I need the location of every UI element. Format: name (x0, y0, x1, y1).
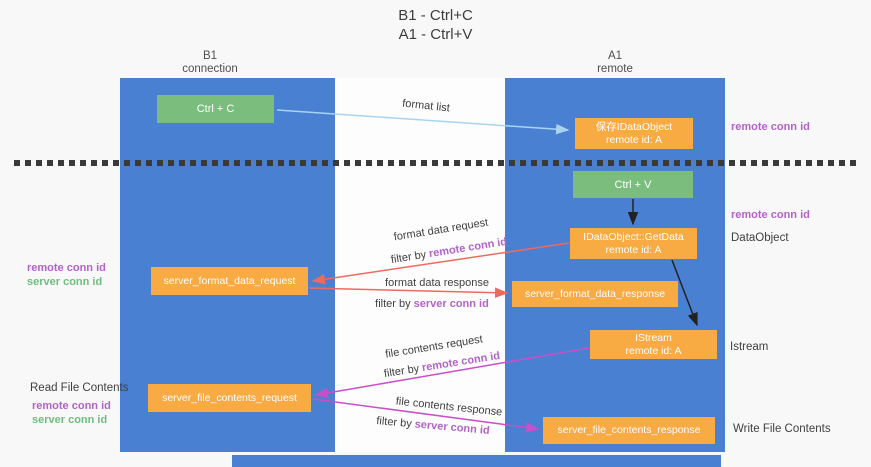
left-remote-conn-id-2: remote conn id (32, 400, 111, 412)
lifeline-a1-role: remote (597, 63, 633, 75)
read-file-contents-annotation: Read File Contents (30, 382, 129, 394)
server-file-contents-request-label: server_file_contents_request (162, 391, 297, 404)
istream-annotation: Istream (730, 341, 769, 353)
getdata-line1: IDataObject::GetData (583, 230, 684, 243)
title-line-2: A1 - Ctrl+V (398, 26, 473, 43)
left-server-conn-id-2: server conn id (32, 414, 108, 426)
middle-strip (335, 78, 505, 452)
save-idataobject-box: 保存IDataObject remote id: A (575, 118, 693, 149)
istream-line2: remote id: A (625, 344, 682, 357)
lifeline-header-b1: B1 connection (110, 50, 310, 76)
save-idataobject-line2: remote id: A (605, 133, 663, 146)
server-file-contents-response-box: server_file_contents_response (543, 417, 715, 444)
ctrl-c-label: Ctrl + C (196, 103, 235, 115)
lifeline-b1-role: connection (182, 63, 238, 75)
server-file-contents-request-box: server_file_contents_request (148, 384, 311, 412)
left-remote-conn-id-1: remote conn id (27, 262, 106, 274)
server-file-contents-response-label: server_file_contents_response (557, 424, 701, 436)
lifeline-a1-name: A1 (607, 50, 623, 62)
write-file-contents-annotation: Write File Contents (733, 423, 831, 435)
server-format-data-request-label: server_format_data_request (163, 274, 296, 287)
right-remote-conn-id-1: remote conn id (731, 121, 810, 133)
lifeline-header-a1: A1 remote (515, 50, 715, 76)
ctrl-v-box: Ctrl + V (573, 171, 693, 198)
right-remote-conn-id-2: remote conn id (731, 209, 810, 221)
istream-line1: IStream (635, 331, 672, 344)
title-line-1: B1 - Ctrl+C (398, 7, 473, 24)
server-format-data-response-label: server_format_data_response (524, 287, 666, 300)
format-data-response-label: format data response (385, 277, 489, 289)
diagram-title: B1 - Ctrl+C A1 - Ctrl+V (0, 6, 871, 44)
filter-server-conn-id-1: server conn id (413, 298, 489, 310)
dashed-divider (14, 160, 858, 166)
bottom-cropped-bar (232, 455, 721, 467)
ctrl-v-label: Ctrl + V (614, 178, 652, 191)
save-idataobject-line1: 保存IDataObject (595, 120, 673, 133)
istream-box: IStream remote id: A (590, 330, 717, 359)
left-server-conn-id-1: server conn id (27, 276, 103, 288)
dataobject-annotation: DataObject (731, 232, 789, 244)
ctrl-c-box: Ctrl + C (157, 95, 274, 123)
filter-by-text-2: filter by (375, 298, 411, 310)
server-format-data-request-box: server_format_data_request (151, 267, 308, 295)
getdata-box: IDataObject::GetData remote id: A (570, 228, 697, 259)
server-format-data-response-box: server_format_data_response (512, 281, 678, 307)
lifeline-b1-name: B1 (202, 50, 218, 62)
getdata-line2: remote id: A (605, 243, 662, 256)
